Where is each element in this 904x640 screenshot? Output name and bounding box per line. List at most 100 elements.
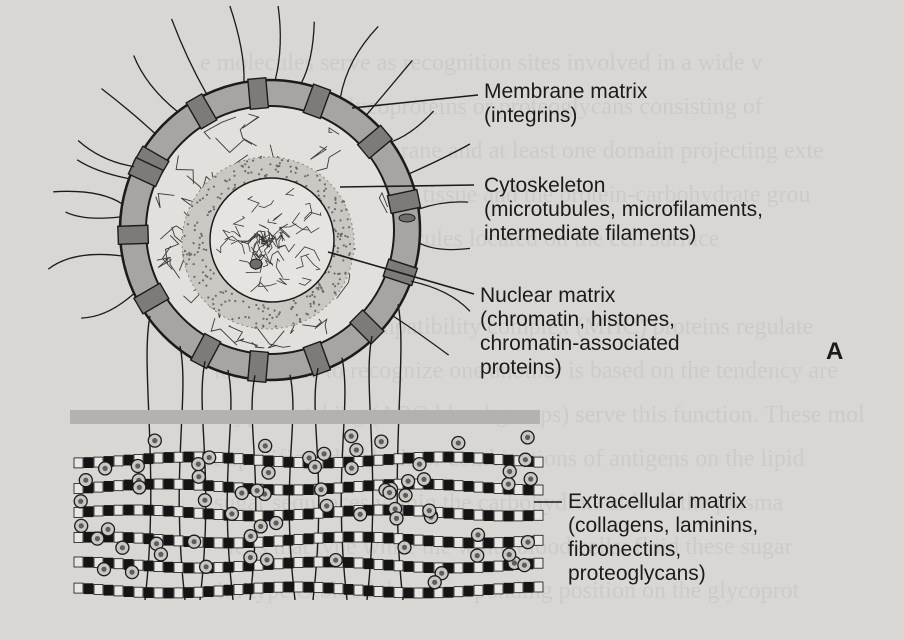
leader-cytoskeleton (339, 184, 475, 188)
chromatin-granule (212, 302, 215, 306)
proteoglycan-core (348, 433, 354, 439)
collagen-segment (123, 454, 134, 466)
collagen-segment (473, 509, 484, 521)
proteoglycan-core (136, 484, 142, 490)
integrin-block (247, 77, 270, 110)
chromatin-granule (220, 192, 223, 195)
chromatin-granule (265, 173, 268, 176)
collagen-segment (463, 537, 474, 549)
chromatin-granule (274, 325, 277, 328)
nuclear-filament (267, 230, 283, 242)
collagen-segment (73, 457, 84, 469)
chromatin-granule (278, 311, 281, 314)
collagen-segment (353, 531, 364, 543)
collagen-segment (83, 506, 94, 518)
chromatin-granule (339, 219, 342, 222)
collagen-segment (73, 506, 84, 518)
membrane-projection (65, 211, 121, 219)
collagen-segment (163, 452, 174, 463)
proteoglycan-core (522, 457, 529, 463)
chromatin-granule (255, 322, 258, 325)
cytoskeleton-filament (156, 256, 181, 279)
cytoskeleton-filament (203, 116, 237, 140)
chromatin-granule (233, 170, 236, 173)
collagen-segment (203, 508, 214, 520)
proteoglycan-core (507, 468, 513, 475)
collagen-segment (443, 479, 454, 491)
collagen-segment (423, 587, 434, 599)
cytoskeleton-filament (210, 318, 238, 346)
nuclear-filament (295, 225, 320, 235)
proteoglycan-core (153, 541, 160, 547)
chromatin-granule (333, 219, 336, 222)
collagen-segment (423, 562, 434, 573)
chromatin-granule (336, 235, 339, 238)
chromatin-granule (268, 313, 271, 317)
collagen-segment (273, 456, 284, 468)
chromatin-granule (334, 292, 337, 295)
nuclear-filament (275, 257, 283, 278)
chromatin-granule (212, 205, 215, 208)
collagen-segment (403, 561, 414, 572)
chromatin-granule (242, 300, 245, 303)
chromatin-granule (323, 189, 326, 192)
chromatin-granule (185, 263, 188, 266)
collagen-segment (273, 484, 284, 496)
chromatin-granule (219, 197, 222, 200)
ecm-detail-3: proteoglycans) (568, 562, 706, 585)
collagen-segment (333, 506, 344, 518)
chromatin-granule (186, 253, 189, 256)
chromatin-granule (193, 224, 196, 227)
collagen-segment (303, 581, 314, 593)
chromatin-granule (192, 263, 195, 266)
collagen-segment (183, 479, 194, 491)
chromatin-granule (198, 246, 201, 249)
collagen-segment (283, 484, 294, 496)
collagen-segment (393, 453, 404, 465)
nuclear-filament (247, 196, 260, 213)
collagen-segment (293, 509, 304, 521)
chromatin-granule (322, 290, 325, 293)
chromatin-granule (228, 299, 231, 302)
collagen-segment (143, 504, 154, 516)
collagen-segment (473, 584, 484, 596)
chromatin-granule (331, 211, 334, 214)
chromatin-granule (213, 307, 216, 310)
chromatin-granule (347, 226, 351, 229)
chromatin-granule (333, 228, 336, 231)
nuclear-filament (276, 278, 290, 286)
collagen-segment (223, 537, 234, 549)
collagen-segment (113, 455, 124, 467)
chromatin-granule (292, 299, 295, 302)
membrane-projection (101, 88, 156, 135)
collagen-segment (73, 483, 84, 494)
chromatin-granule (209, 277, 212, 280)
collagen-segment (423, 451, 434, 463)
collagen-segment (403, 452, 414, 464)
collagen-segment (203, 480, 214, 492)
cytoskeleton-title: Cytoskeleton (484, 174, 606, 197)
collagen-segment (293, 581, 304, 593)
collagen-segment (183, 451, 194, 463)
nuclear-filament (231, 225, 241, 238)
cytoskeleton-filament (227, 325, 244, 341)
collagen-segment (83, 457, 94, 469)
collagen-segment (363, 585, 374, 597)
collagen-segment (313, 532, 324, 544)
chromatin-granule (205, 248, 208, 252)
collagen-segment (373, 532, 384, 543)
chromatin-granule (316, 174, 319, 177)
chromatin-granule (259, 156, 262, 159)
collagen-segment (163, 587, 174, 599)
proteoglycan-core (262, 443, 268, 449)
collagen-segment (413, 505, 424, 517)
chromatin-granule (212, 185, 215, 188)
chromatin-granule (313, 295, 316, 298)
collagen-segment (173, 587, 184, 599)
collagen-segment (353, 584, 364, 596)
cytoskeleton-filament (155, 192, 175, 209)
collagen-segment (383, 559, 394, 571)
proteoglycan-core (254, 488, 260, 494)
chromatin-granule (230, 292, 233, 295)
cytoskeleton-filament (242, 113, 260, 129)
